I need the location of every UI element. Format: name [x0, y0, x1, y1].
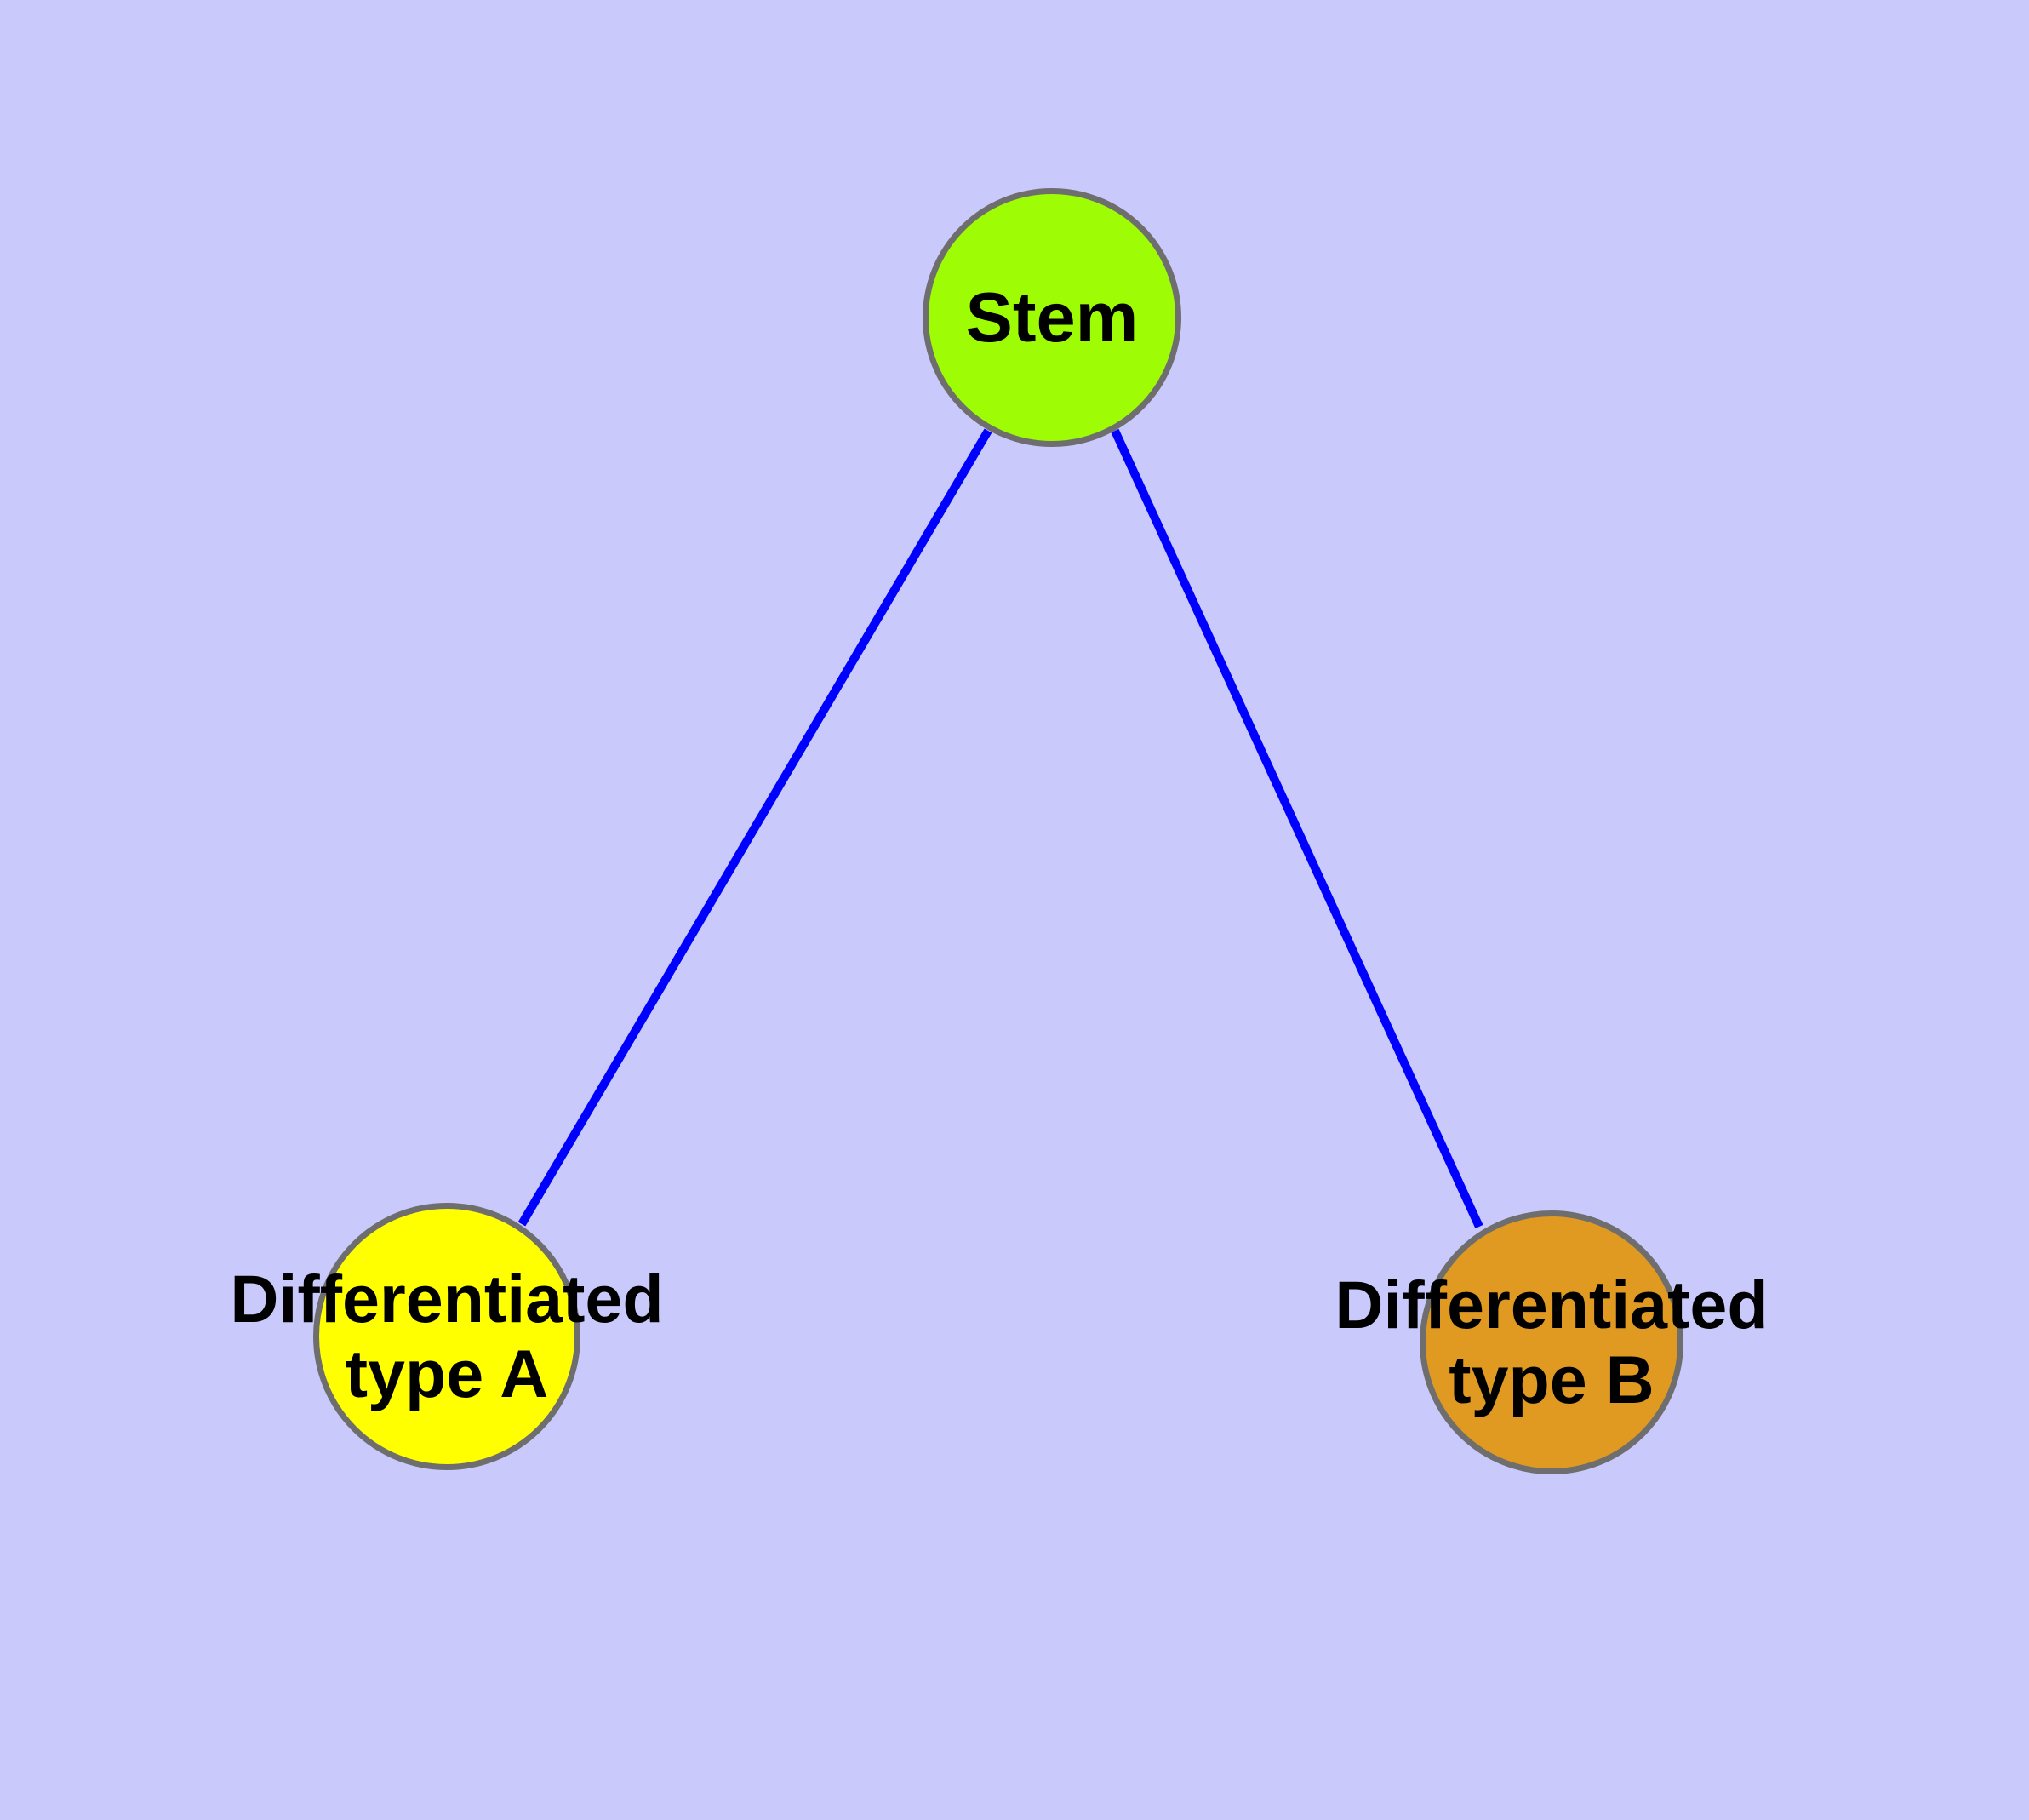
- edge-stem-to-differentiated-type-a: [517, 428, 992, 1227]
- node-differentiated-type-a-circle[interactable]: [313, 1203, 580, 1470]
- edge-stem-to-differentiated-type-b: [1111, 428, 1483, 1229]
- node-differentiated-type-a[interactable]: Differentiated type A: [230, 1203, 664, 1470]
- node-stem-circle[interactable]: [923, 188, 1181, 447]
- node-differentiated-type-b[interactable]: Differentiated type B: [1335, 1210, 1769, 1474]
- node-stem[interactable]: Stem: [923, 188, 1181, 447]
- node-differentiated-type-b-circle[interactable]: [1420, 1210, 1683, 1474]
